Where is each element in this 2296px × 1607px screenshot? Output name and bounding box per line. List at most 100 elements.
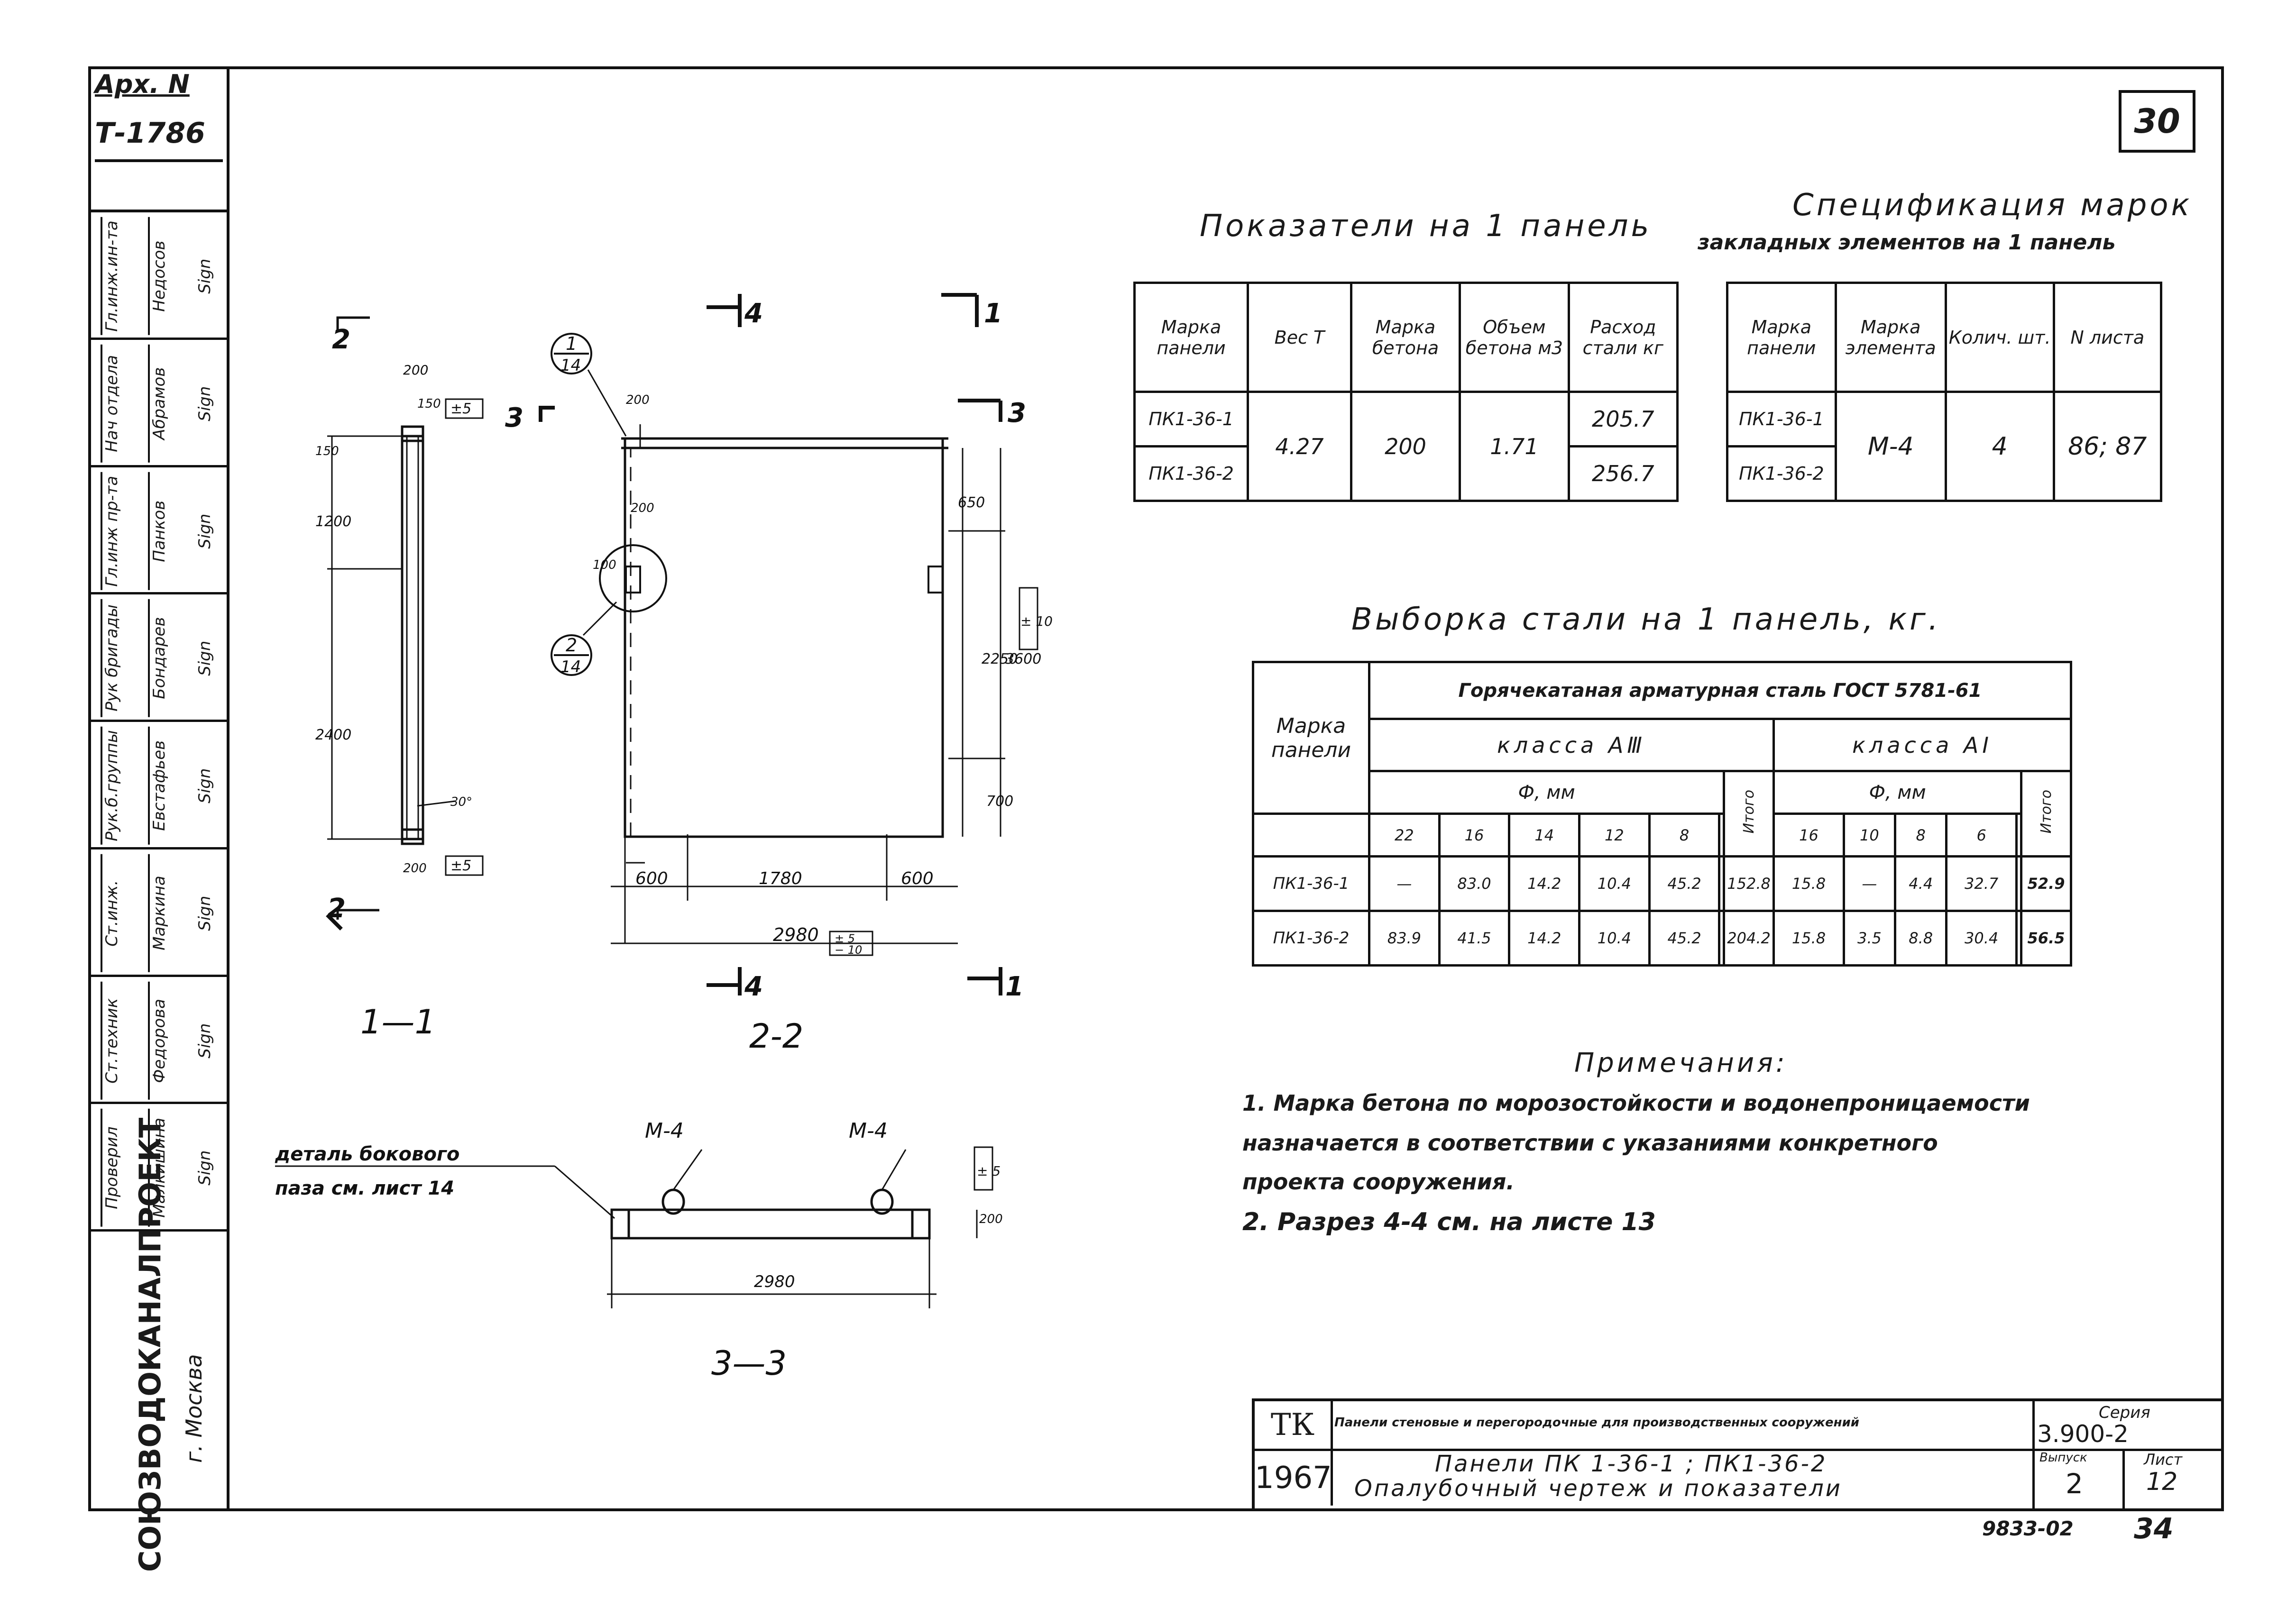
embedded-subtitle: закладных элементов на 1 панель [1698,230,2116,255]
bottom-page: 34 [2134,1512,2174,1545]
s2-a1-0: 15.8 [1773,910,1845,967]
steel-h-phi1: Ф, мм [1773,770,2022,815]
steel-h-mark: Марка панели [1252,661,1370,815]
section-1-1 [326,316,484,931]
m4-label-1: М-4 [645,1119,684,1143]
d3-3: 12 [1578,813,1651,858]
ind-h-steel: Расход стали кг [1567,282,1679,393]
indicators-table: Марка панели Вес Т Марка бетона Объем бе… [1133,282,1679,502]
s1-t1: 52.9 [2020,855,2072,912]
ind-concrete: 200 [1350,391,1461,502]
sheet-frame [227,66,2224,1511]
note-line-3: проекта сооружения. [1242,1169,1515,1195]
emb-h-qty: Колич. шт. [1944,282,2055,393]
steel-h-class3: класса АⅢ [1368,718,1775,772]
dim-22-3600: 3600 [1005,651,1041,667]
dim-22-tol-b: − 10 [835,943,862,957]
tb-line1: Панели ПК 1-36-1 ; ПК1-36-2 [1435,1451,1828,1477]
dim-3-3-tol: ± 5 [977,1163,1001,1179]
s1-a1-4 [2015,855,2022,912]
s1-a3-1: 83.0 [1438,855,1511,912]
steel-h-group: Горячекатаная арматурная сталь ГОСТ 5781… [1368,661,2072,720]
steel-h-total1: Итого [2020,770,2072,858]
archive-number: Т-1786 [95,117,223,162]
s1-a1-0: 15.8 [1773,855,1845,912]
note-line-1: 1. Марка бетона по морозостойкости и вод… [1242,1090,2030,1116]
embedded-table: Марка панели Марка элемента Колич. шт. N… [1726,282,2163,502]
dim-11-angle: 30° [450,795,472,809]
cut-2-bot: 2 [327,893,346,924]
steel-mark-1: ПК1-36-1 [1252,855,1370,912]
s2-a1-2: 8.8 [1894,910,1948,967]
steel-table: Марка панели Горячекатаная арматурная ст… [1252,661,2072,967]
steel-h-phi3: Ф, мм [1368,770,1726,815]
embedded-title: Спецификация марок [1792,188,2193,223]
dim-11-e: 2400 [315,727,351,743]
sheet-number: 30 [2119,90,2195,153]
dim-11-f: 200 [403,861,427,876]
emb-h-element: Марка элемента [1834,282,1947,393]
emb-sheets: 86; 87 [2052,391,2163,502]
dim-11-tol-top: ±5 [450,401,471,417]
callout-line-1: деталь бокового [275,1143,459,1165]
archive-label: Арх. N [95,69,190,99]
s2-a3-4: 45.2 [1648,910,1721,967]
s2-a3-2: 14.2 [1508,910,1581,967]
s1-a3-0: — [1368,855,1441,912]
dim-22-tol-a: ± 5 [835,932,855,945]
dim-11-a: 200 [403,362,428,378]
ind-mark-2: ПК1-36-2 [1133,445,1249,502]
dim-3-3-length: 2980 [754,1272,795,1291]
tb-issue: 2 [2066,1468,2083,1500]
tb-line2: Опалубочный чертеж и показатели [1354,1475,1842,1502]
tb-sheet: 12 [2146,1468,2178,1496]
emb-element: М-4 [1834,391,1947,502]
note-line-2: назначается в соответствии с указаниями … [1242,1130,1938,1156]
d3-2: 14 [1508,813,1581,858]
section-3-3 [275,1146,993,1308]
d1-0: 16 [1773,813,1845,858]
s2-t3: 204.2 [1723,910,1775,967]
cut-4-bot: 4 [744,971,763,1002]
cut-3-right: 3 [1008,398,1026,429]
cut-marks [539,293,1002,995]
dim-22-tol10: ± 10 [1020,613,1053,629]
bubble-2-top: 2 [566,635,577,656]
d3-0: 22 [1368,813,1441,858]
cut-1-bot: 1 [1005,971,1024,1002]
tb-tk: ТК [1255,1401,1333,1451]
ind-h-weight: Вес Т [1247,282,1352,393]
tb-issue-label: Выпуск [2039,1451,2087,1465]
dim-22-650: 650 [958,494,985,511]
s2-a3-0: 83.9 [1368,910,1441,967]
tb-series: 3.900-2 [2037,1420,2129,1448]
tb-sheet-label: Лист [2144,1451,2183,1469]
bottom-code: 9833-02 [1982,1517,2074,1540]
dim-11-b: 150 [417,397,441,411]
d1-3: 6 [1945,813,2018,858]
ind-mark-1: ПК1-36-1 [1133,391,1249,447]
s2-a3-5 [1718,910,1726,967]
s2-a1-1: 3.5 [1842,910,1897,967]
s1-a3-4: 45.2 [1648,855,1721,912]
ind-steel-2: 256.7 [1567,445,1679,502]
cut-3-left: 3 [505,402,523,433]
emb-mark-2: ПК1-36-2 [1726,445,1837,502]
dim-11-d: 1200 [315,513,351,530]
s1-t3: 152.8 [1723,855,1775,912]
tb-series-label: Серия [2099,1403,2150,1422]
steel-h-total3: Итого [1723,770,1775,858]
indicators-title: Показатели на 1 панель [1200,209,1652,244]
title-block: ТК 1967 Панели стеновые и перегородочные… [1252,1398,2221,1508]
dim-22-left: 600 [635,869,668,888]
emb-h-mark: Марка панели [1726,282,1837,393]
s2-a1-4 [2015,910,2022,967]
dim-22-total: 2980 [773,924,819,945]
